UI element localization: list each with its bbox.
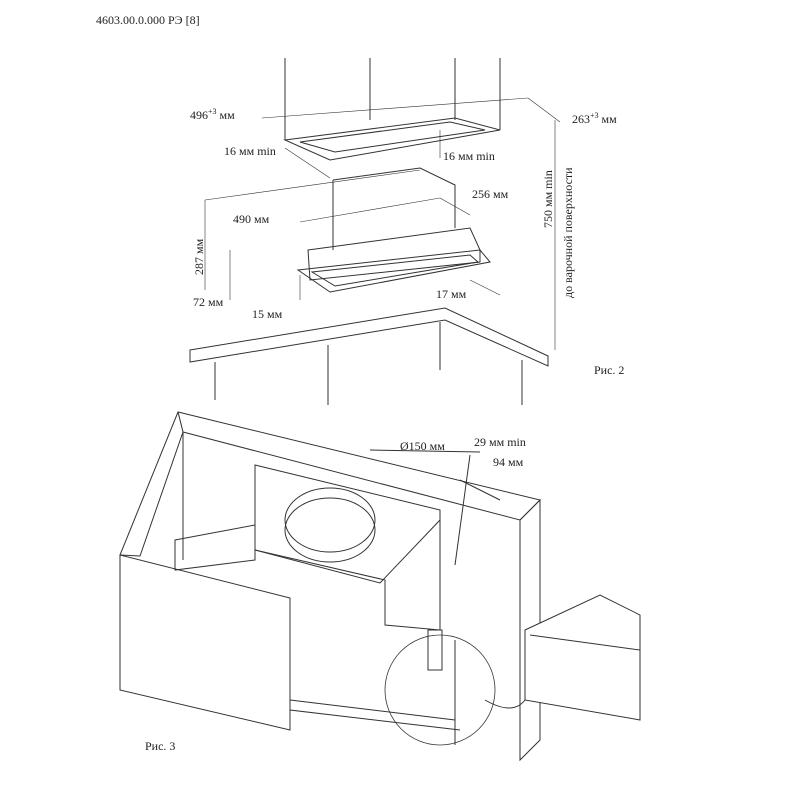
countertop [189,307,549,405]
dim-cabinet-depth: 263+3 мм [572,111,617,126]
dim-hood-depth: 256 мм [472,187,509,201]
dim-min-height: 750 мм min [541,170,555,228]
dim-clearance: 29 мм min [474,435,526,449]
dim-panel-height: 72 мм [193,295,224,309]
dim-hood-width: 490 мм [233,212,270,226]
dim-duct-diameter: Ø150 мм [400,439,445,453]
hood-unit [296,167,491,293]
dim-gap-left: 16 мм min [224,144,276,158]
dim-overhang-right: 17 мм [436,287,467,301]
dim-cabinet-width: 496+3 мм [190,107,235,122]
dim-overhang-left: 15 мм [252,307,283,321]
figure-2-caption: Рис. 2 [594,363,625,377]
dimension-lines [204,97,561,350]
document-code: 4603.00.0.000 РЭ [8] [96,13,200,27]
cabinet-cutaway [119,411,641,762]
dim-hood-height: 287 мм [192,238,206,275]
dim-gap-front: 16 мм min [443,149,495,163]
dim-min-height-note: до варочной поверхности [561,167,575,298]
wall-cabinet [283,58,501,161]
dim-offset: 94 мм [493,455,524,469]
figure-3-caption: Рис. 3 [145,739,176,753]
